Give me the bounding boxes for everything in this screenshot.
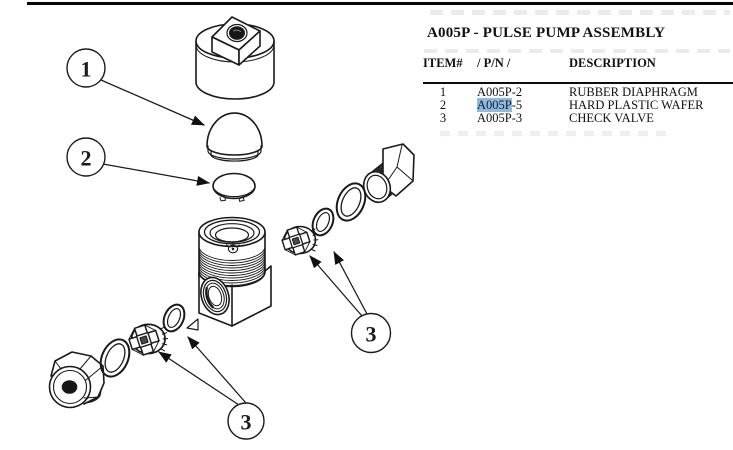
part-number: A005P-5	[477, 98, 569, 113]
part-description: HARD PLASTIC WAFER	[569, 98, 704, 113]
parts-table-title: A005P - PULSE PUMP ASSEMBLY	[427, 25, 666, 41]
part-number-text: A005P-2	[477, 85, 523, 99]
part-number: A005P-2	[477, 85, 569, 99]
outlet-hex-plug-part	[362, 143, 415, 204]
col-header-description: DESCRIPTION	[569, 56, 656, 70]
bleedthrough-text-band	[424, 49, 730, 53]
callout-1: 1	[66, 48, 106, 88]
selection-highlight[interactable]: A005P	[477, 98, 512, 113]
callout-3-right: 3	[350, 312, 392, 354]
callout-3-right-label: 3	[366, 322, 377, 347]
part-number-text: -5	[511, 98, 523, 113]
exploded-view-diagram: 1 2 3 3	[48, 16, 415, 440]
callout-leader-lines	[100, 79, 368, 406]
part-description: RUBBER DIAPHRAGM	[569, 85, 698, 99]
table-row: 2 A005P-5 HARD PLASTIC WAFER	[423, 98, 733, 113]
rubber-diaphragm-part	[206, 112, 263, 162]
hard-plastic-wafer-part	[212, 172, 256, 202]
item-number: 1	[439, 85, 447, 99]
o-ring-small-right	[311, 207, 335, 237]
check-valve-right-part	[278, 223, 319, 259]
parts-table-header: ITEM# / P/N / DESCRIPTION	[423, 56, 733, 71]
part-number-text: A005P-3	[477, 111, 523, 126]
item-number: 3	[439, 111, 447, 126]
callout-2: 2	[66, 137, 106, 177]
item-number: 2	[439, 98, 447, 113]
inlet-hex-nut-part	[48, 351, 105, 409]
bleedthrough-text-band	[430, 10, 730, 15]
part-description: CHECK VALVE	[569, 111, 654, 126]
callout-1-label: 1	[81, 57, 92, 82]
callout-3-left: 3	[227, 402, 265, 440]
header-rule	[423, 82, 733, 84]
page-top-border	[27, 2, 733, 5]
callout-2-label: 2	[81, 146, 92, 171]
parts-table-body: 1 A005P-2 RUBBER DIAPHRAGM 2 A005P-5 HAR…	[423, 85, 733, 126]
pump-body-part	[186, 216, 272, 331]
end-cap-part	[195, 16, 275, 100]
part-number: A005P-3	[477, 112, 569, 125]
check-valve-left-part	[125, 321, 169, 359]
callout-3-left-label: 3	[241, 410, 252, 435]
col-header-pn: / P/N /	[477, 56, 511, 70]
col-header-item: ITEM#	[423, 56, 463, 70]
o-ring-large-left	[99, 338, 131, 378]
table-row: 3 A005P-3 CHECK VALVE	[423, 112, 733, 125]
o-ring-small-left	[162, 303, 186, 333]
table-row: 1 A005P-2 RUBBER DIAPHRAGM	[423, 85, 733, 99]
o-ring-large-right	[335, 182, 367, 222]
bleedthrough-text-band	[440, 131, 668, 136]
